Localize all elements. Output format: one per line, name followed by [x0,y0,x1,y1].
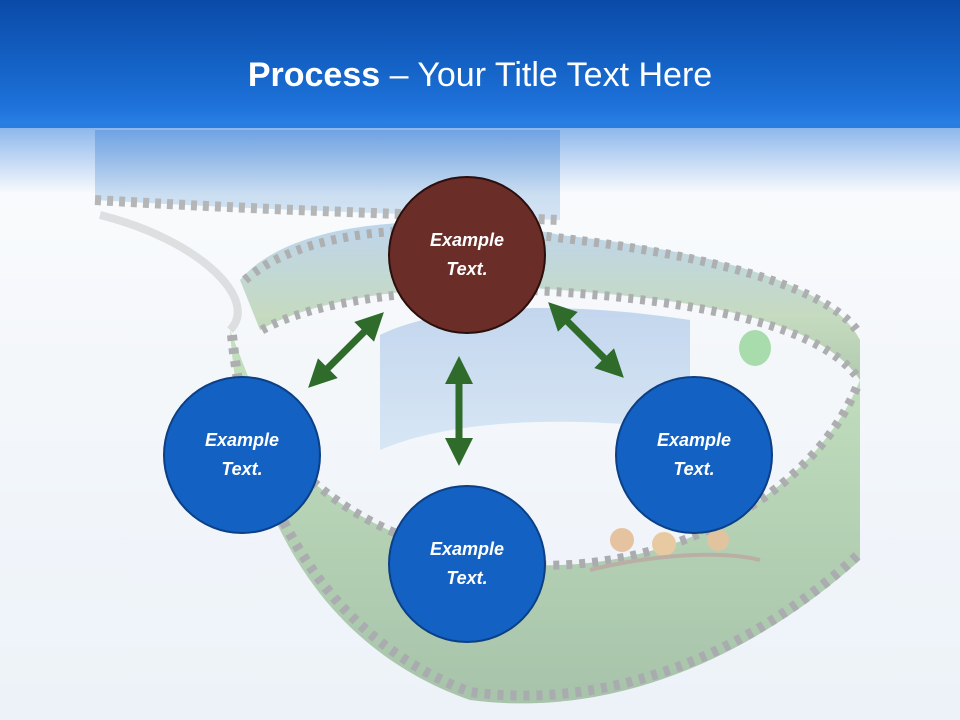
title-bold: Process [247,56,381,94]
title-bar [0,0,960,128]
node-top-line1: Example [429,230,505,250]
process-node-right[interactable]: Example Text. [615,376,773,534]
node-bottom-line2: Text. [446,568,488,588]
node-right-line1: Example [656,430,732,450]
process-node-top[interactable]: Example Text. [388,176,546,334]
process-node-left[interactable]: Example Text. [163,376,321,534]
slide-title: Process – Your Title Text Here [0,52,960,98]
process-node-bottom[interactable]: Example Text. [388,485,546,643]
arrow-top-left [308,312,384,388]
node-top-line2: Text. [446,259,488,279]
node-right-line2: Text. [673,459,715,479]
node-bottom-line1: Example [429,539,505,559]
node-left-line1: Example [204,430,280,450]
arrow-top-right [548,302,624,378]
node-left-line2: Text. [221,459,263,479]
title-rest: – Your Title Text Here [380,56,713,94]
